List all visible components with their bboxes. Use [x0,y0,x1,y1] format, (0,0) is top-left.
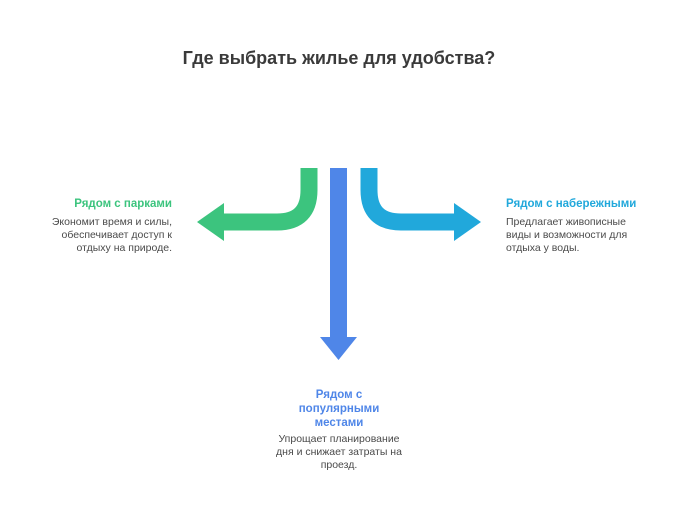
diagram-title: Где выбрать жилье для удобства? [182,48,496,68]
arrow-center-head [320,337,357,360]
branch-title-parks: Рядом с парками [74,198,172,210]
arrow-right-head [454,203,481,241]
arrow-left-parks [222,168,318,231]
arrow-right-waterfront [360,168,456,231]
arrow-center-shaft [330,168,347,340]
branch-title-waterfront: Рядом с набережными [506,198,637,210]
branch-title-popular: Рядом с популярными местами [298,389,380,429]
arrow-left-head [197,203,224,241]
branch-desc-popular: Упрощает планирование дня и снижает затр… [276,433,402,471]
branch-desc-parks: Экономит время и силы, обеспечивает дост… [51,216,172,254]
branch-desc-waterfront: Предлагает живописные виды и возможности… [506,216,628,254]
